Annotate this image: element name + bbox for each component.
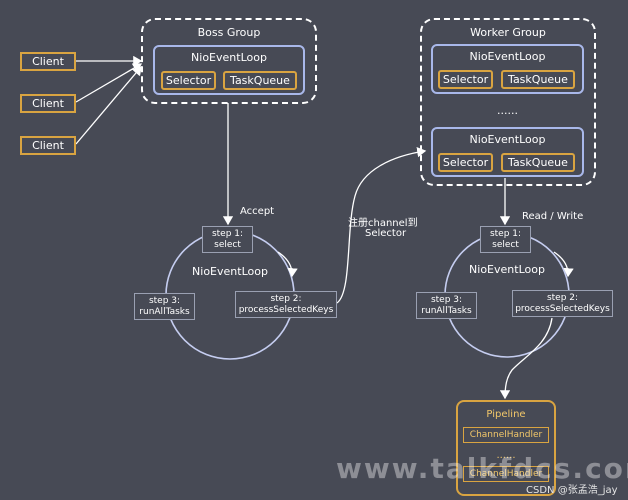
pipeline-ellipsis: ......: [496, 450, 516, 461]
client-box-2: Client: [20, 94, 76, 113]
worker-step3-title: step 3:: [430, 294, 463, 305]
worker-cycle-title: NioEventLoop: [469, 263, 545, 276]
worker-step2: step 2: processSelectedKeys: [512, 290, 613, 317]
boss-group-title: Boss Group: [197, 26, 261, 39]
pipeline-box: [456, 400, 556, 496]
boss-step2-title: step 2:: [270, 293, 302, 304]
worker-loop1-selector: Selector: [438, 70, 493, 89]
client-label-2: Client: [32, 97, 64, 110]
boss-step2: step 2: processSelectedKeys: [235, 291, 337, 318]
boss-step1-title: step 1:: [211, 228, 244, 239]
worker-step1-desc: select: [492, 239, 519, 250]
worker-nio-event-loop-1: [431, 44, 584, 94]
client-box-3: Client: [20, 136, 76, 155]
worker-step1-title: step 1:: [489, 228, 522, 239]
boss-nio-event-loop: [153, 45, 305, 95]
client-label-3: Client: [32, 139, 64, 152]
worker-loop1-task-queue: TaskQueue: [501, 70, 575, 89]
boss-step1: step 1: select: [202, 226, 253, 253]
pipeline-title: Pipeline: [486, 409, 526, 420]
register-arrow: [336, 147, 427, 304]
worker-group-title: Worker Group: [470, 26, 546, 39]
pipeline-handler-2: ChannelHandler: [463, 466, 549, 482]
worker-loop1-title: NioEventLoop: [469, 50, 546, 63]
register-label-line2: Selector: [365, 228, 407, 239]
client-label-1: Client: [32, 55, 64, 68]
worker-step3: step 3: runAllTasks: [416, 292, 477, 319]
read-write-label: Read / Write: [522, 211, 584, 222]
boss-task-queue: TaskQueue: [223, 71, 297, 90]
csdn-credit: CSDN @张孟浩_jay: [526, 485, 618, 496]
boss-selector: Selector: [161, 71, 216, 90]
boss-cycle-title: NioEventLoop: [192, 265, 268, 278]
worker-nio-event-loop-2: [431, 127, 584, 177]
worker-loop2-task-queue: TaskQueue: [501, 153, 575, 172]
client2-arrow: [75, 63, 143, 103]
worker-step3-desc: runAllTasks: [421, 305, 472, 316]
boss-step2-desc: processSelectedKeys: [238, 304, 334, 315]
worker-cycle-arrow-icon: [553, 251, 574, 278]
worker-group: [420, 18, 596, 186]
watermark-text: www.talkfdcs.com: [336, 452, 628, 485]
boss-step3-desc: runAllTasks: [139, 306, 190, 317]
client-box-1: Client: [20, 52, 76, 71]
boss-step1-desc: select: [214, 239, 241, 250]
pipeline-arrow: [499, 317, 553, 400]
boss-step3: step 3: runAllTasks: [134, 293, 195, 320]
accept-label: Accept: [240, 206, 275, 217]
worker-step2-desc: processSelectedKeys: [515, 303, 610, 314]
worker-step1: step 1: select: [480, 226, 531, 253]
worker-step2-title: step 2:: [546, 292, 579, 303]
register-label-line1: 注册channel到: [348, 218, 418, 229]
worker-ellipsis: ......: [497, 104, 518, 117]
worker-loop2-title: NioEventLoop: [469, 133, 546, 146]
boss-cycle-arrow-icon: [277, 251, 298, 278]
client3-arrow: [75, 66, 142, 145]
boss-step3-title: step 3:: [148, 295, 181, 306]
pipeline-handler-1: ChannelHandler: [463, 427, 549, 443]
boss-group: [141, 18, 317, 104]
worker-loop2-selector: Selector: [438, 153, 493, 172]
boss-loop-title: NioEventLoop: [191, 51, 267, 64]
